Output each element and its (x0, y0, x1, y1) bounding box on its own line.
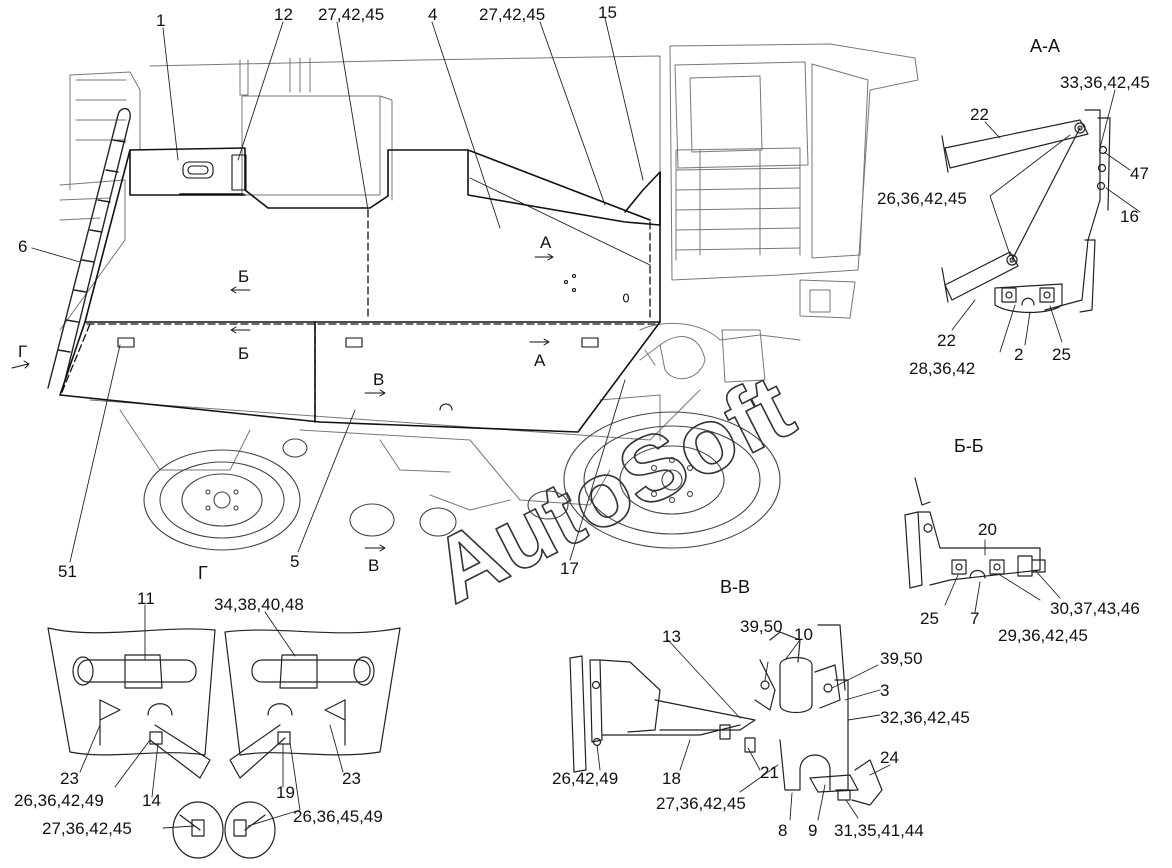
section-title-aa: А-А (1030, 36, 1061, 56)
callout-27-42-45-right: 27,42,45 (479, 5, 546, 24)
vv-callout-13: 13 (662, 627, 681, 646)
callout-27-42-45-left: 27,42,45 (318, 5, 385, 24)
aa-callout-47: 47 (1130, 164, 1149, 183)
g-callout-34-38-40-48: 34,38,40,48 (214, 595, 304, 614)
watermark-logo: AutoSoft (416, 355, 810, 624)
bb-callout-29-36-42-45: 29,36,42,45 (998, 626, 1088, 645)
vv-callout-39-50-right: 39,50 (880, 649, 923, 668)
aa-callout-22-bottom: 22 (937, 331, 956, 350)
vv-callout-26-42-49: 26,42,49 (552, 769, 619, 788)
g-callout-23-right: 23 (342, 769, 361, 788)
vv-callout-27-36-42-45: 27,36,42,45 (656, 794, 746, 813)
view-mark-a-lower: А (534, 351, 546, 370)
section-g-view (47, 604, 401, 859)
callout-15: 15 (598, 3, 617, 22)
callout-4: 4 (428, 5, 438, 24)
vv-callout-24: 24 (880, 748, 899, 767)
bb-callout-7: 7 (970, 609, 980, 628)
g-callout-27-36-42-45: 27,36,42,45 (42, 819, 132, 838)
bb-callout-20: 20 (978, 520, 997, 539)
aa-callout-2: 2 (1014, 345, 1024, 364)
aa-callout-16: 16 (1120, 207, 1139, 226)
callout-6: 6 (18, 237, 28, 256)
watermark-text: AutoSoft (417, 356, 809, 623)
view-mark-v-upper: В (373, 370, 385, 389)
bb-callout-25: 25 (920, 609, 939, 628)
section-vv-view (569, 624, 891, 821)
section-title-vv: В-В (720, 577, 751, 597)
aa-callout-33-36-42-45: 33,36,42,45 (1060, 73, 1150, 92)
vv-callout-10: 10 (794, 625, 813, 644)
g-callout-14: 14 (142, 791, 161, 810)
vv-callout-9: 9 (808, 821, 818, 840)
vv-callout-32-36-42-45: 32,36,42,45 (880, 708, 970, 727)
callout-17: 17 (560, 559, 579, 578)
callout-1: 1 (156, 11, 166, 30)
aa-callout-28-36-42: 28,36,42 (909, 359, 976, 378)
aa-callout-22-top: 22 (970, 105, 989, 124)
bb-callout-30-37-43-46: 30,37,43,46 (1050, 599, 1140, 618)
section-title-g: Г (198, 563, 208, 583)
view-mark-b-lower: Б (238, 344, 250, 363)
g-callout-11: 11 (137, 589, 155, 608)
vv-callout-8: 8 (778, 821, 788, 840)
aa-callout-26-36-42-45: 26,36,42,45 (877, 189, 967, 208)
g-callout-23-left: 23 (60, 769, 79, 788)
section-bb-view (904, 477, 1061, 613)
callout-12: 12 (274, 5, 293, 24)
vv-callout-18: 18 (662, 769, 681, 788)
g-callout-26-36-45-49: 26,36,45,49 (293, 807, 383, 826)
vv-callout-39-50-left: 39,50 (740, 617, 783, 636)
view-mark-b-upper: Б (238, 267, 250, 286)
section-aa-view (941, 89, 1141, 353)
callout-5: 5 (290, 552, 300, 571)
section-title-bb: Б-Б (954, 436, 984, 456)
aa-callout-25: 25 (1052, 345, 1071, 364)
combine-main-view (11, 17, 919, 563)
view-mark-a-upper: А (540, 233, 552, 252)
g-callout-19: 19 (276, 783, 295, 802)
view-mark-g-side: Г (18, 342, 28, 361)
callout-51: 51 (58, 562, 77, 581)
view-mark-v-lower: В (368, 556, 380, 575)
vv-callout-21: 21 (760, 763, 779, 782)
vv-callout-31-35-41-44: 31,35,41,44 (834, 821, 924, 840)
vv-callout-3: 3 (880, 681, 890, 700)
g-callout-26-36-42-49: 26,36,42,49 (14, 791, 104, 810)
